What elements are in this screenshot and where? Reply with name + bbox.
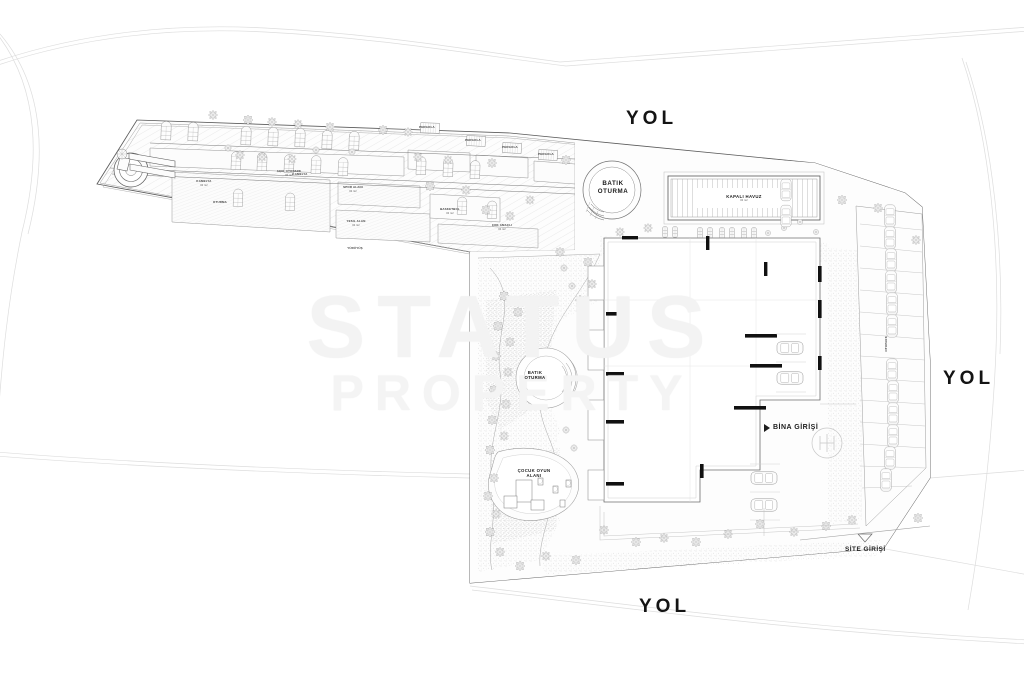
- label-kapali-havuz-name: KAPALI HAVUZ: [726, 194, 762, 199]
- micro-label-pergola-4: PERGOLA: [538, 152, 554, 156]
- label-bina-girisi: BİNA GİRİŞİ: [773, 424, 818, 433]
- road-label-east: YOL: [943, 368, 995, 389]
- label-otopark-east-text: OTOPARK: [884, 336, 889, 352]
- road-label-north: YOL: [626, 108, 678, 129]
- micro-label-spor-alani: SPOR ALANI 00 m2: [332, 185, 374, 193]
- micro-label-kamelya-text: KAMELYA: [196, 179, 212, 183]
- label-batik-oturma-west: BATIK OTURMA: [504, 370, 566, 381]
- micro-label-oturma: OTURMA: [213, 200, 227, 204]
- micro-label-yesil-alan: YESIL ALAN 00 m2: [336, 219, 376, 227]
- label-batik-oturma-west-line1: BATIK: [527, 370, 543, 375]
- micro-label-pergola-2: PERGOLA: [465, 138, 481, 142]
- micro-label-yesil-alan-text: YESIL ALAN: [346, 219, 366, 223]
- micro-label-cok-amacli: ÇOK AMAÇLI 00 m2: [480, 223, 524, 231]
- label-cocuk-oyun-alani-line1: ÇOCUK OYUN: [517, 468, 551, 473]
- micro-label-kamelya-2: KAMELYA: [292, 172, 308, 176]
- label-batik-oturma-west-line2: OTURMA: [524, 375, 546, 381]
- label-cocuk-oyun-alani-line2: ALANI: [526, 473, 542, 479]
- label-site-girisi-text: SİTE GİRİŞİ: [845, 546, 886, 553]
- micro-label-kamelya-dim: 00 m2: [200, 183, 208, 187]
- road-label-south: YOL: [639, 596, 691, 617]
- micro-label-cok-amacli-dim: 00 m2: [498, 227, 506, 231]
- micro-label-yuruyus: YÜRÜYÜŞ: [347, 246, 363, 250]
- micro-label-kamelya: KAMELYA 00 m2: [186, 179, 222, 187]
- label-batik-oturma-north-line2: OTURMA: [597, 187, 629, 195]
- micro-label-acik-otopark: AÇIK OTOPARK 00 m2: [266, 169, 312, 177]
- label-otopark-east: OTOPARK: [884, 323, 889, 365]
- label-batik-oturma-north-line1: BATIK: [602, 180, 624, 187]
- micro-label-basketbol-text: BASKETBOL: [440, 207, 460, 211]
- micro-label-pergola-1: PERGOLA: [419, 125, 435, 129]
- micro-label-acik-otopark-text: AÇIK OTOPARK: [276, 169, 302, 173]
- micro-label-spor-alani-text: SPOR ALANI: [343, 185, 363, 189]
- micro-label-spor-alani-dim: 00 m2: [349, 189, 357, 193]
- micro-label-basketbol-dim: 00 m2: [446, 211, 454, 215]
- label-bina-girisi-text: BİNA GİRİŞİ: [773, 424, 819, 431]
- micro-label-cok-amacli-text: ÇOK AMAÇLI: [491, 223, 513, 227]
- label-kapali-havuz: KAPALI HAVUZ 00 m2: [661, 194, 827, 202]
- label-batik-oturma-north: BATIK OTURMA: [582, 180, 644, 196]
- micro-label-yesil-alan-dim: 00 m2: [352, 223, 360, 227]
- micro-label-acik-otopark-dim: 00 m2: [285, 173, 293, 177]
- micro-label-pergola-3: PERGOLA: [502, 145, 518, 149]
- micro-label-basketbol: BASKETBOL 00 m2: [430, 207, 470, 215]
- label-cocuk-oyun-alani: ÇOCUK OYUN ALANI: [491, 468, 577, 479]
- label-kapali-havuz-area: 00 m2: [740, 199, 748, 203]
- label-site-girisi: SİTE GİRİŞİ: [845, 546, 886, 554]
